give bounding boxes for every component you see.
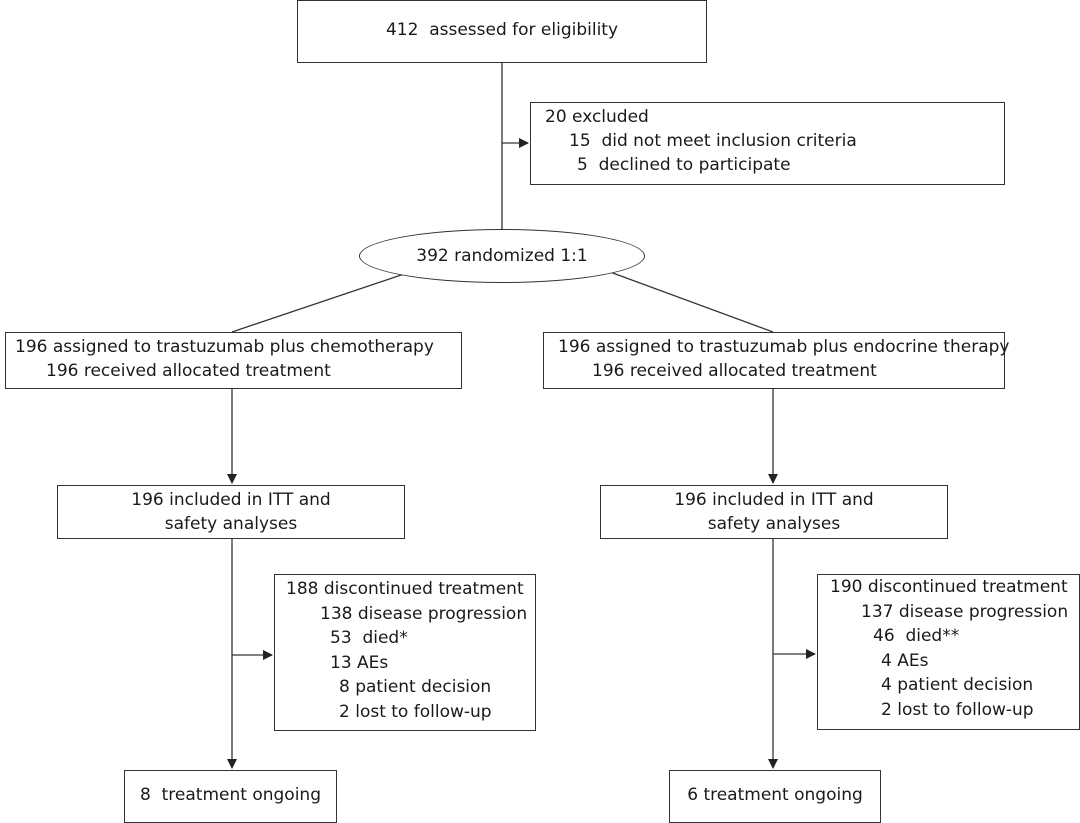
discontinued-item: 8 patient decision <box>339 677 492 697</box>
line-randomized-to-left-arm <box>231 271 411 333</box>
left-discontinued-box: 188 discontinued treatment 138 disease p… <box>274 574 536 731</box>
line-randomized-to-right-arm <box>609 271 774 333</box>
discontinued-item: 13 AEs <box>330 652 389 673</box>
excluded-box: 20 excluded 15 did not meet inclusion cr… <box>530 102 1005 185</box>
right-ongoing-box: 6 treatment ongoing <box>669 770 881 823</box>
assessed-box: 412 assessed for eligibility <box>297 0 707 63</box>
discontinued-item: 53 died* <box>330 628 408 648</box>
discontinued-item: 4 AEs <box>881 650 929 671</box>
itt-text-line2: safety analyses <box>707 514 841 534</box>
excluded-item: 15 did not meet inclusion criteria <box>569 131 857 151</box>
excluded-item: 5 declined to participate <box>577 155 791 175</box>
right-arm-assigned-box: 196 assigned to trastuzumab plus endocri… <box>543 332 1010 389</box>
discontinued-item: 137 disease progression <box>861 601 1069 622</box>
right-discontinued-box: 190 discontinued treatment 137 disease p… <box>817 574 1080 730</box>
excluded-title: 20 excluded <box>545 107 649 127</box>
assigned-text: 196 assigned to trastuzumab plus chemoth… <box>15 337 434 357</box>
ongoing-text: 6 treatment ongoing <box>687 785 863 805</box>
itt-text-line2: safety analyses <box>164 514 298 534</box>
randomized-text: 392 randomized 1:1 <box>416 246 588 266</box>
assigned-text: 196 assigned to trastuzumab plus endocri… <box>558 337 1010 357</box>
itt-text-line1: 196 included in ITT and <box>131 490 331 510</box>
received-text: 196 received allocated treatment <box>46 361 331 381</box>
discontinued-title: 190 discontinued treatment <box>830 577 1068 597</box>
discontinued-item: 46 died** <box>873 626 960 646</box>
left-ongoing-box: 8 treatment ongoing <box>124 770 337 823</box>
assessed-text: 412 assessed for eligibility <box>385 20 619 40</box>
discontinued-item: 2 lost to follow-up <box>881 699 1034 720</box>
discontinued-item: 4 patient decision <box>881 675 1034 695</box>
discontinued-item: 2 lost to follow-up <box>339 701 492 722</box>
itt-text-line1: 196 included in ITT and <box>674 490 874 510</box>
left-itt-box: 196 included in ITT and safety analyses <box>57 485 405 539</box>
right-itt-box: 196 included in ITT and safety analyses <box>600 485 948 539</box>
received-text: 196 received allocated treatment <box>592 361 877 381</box>
ongoing-text: 8 treatment ongoing <box>140 785 321 805</box>
discontinued-item: 138 disease progression <box>320 603 528 624</box>
randomized-ellipse: 392 randomized 1:1 <box>359 229 645 283</box>
left-arm-assigned-box: 196 assigned to trastuzumab plus chemoth… <box>5 332 462 389</box>
discontinued-title: 188 discontinued treatment <box>286 579 524 599</box>
